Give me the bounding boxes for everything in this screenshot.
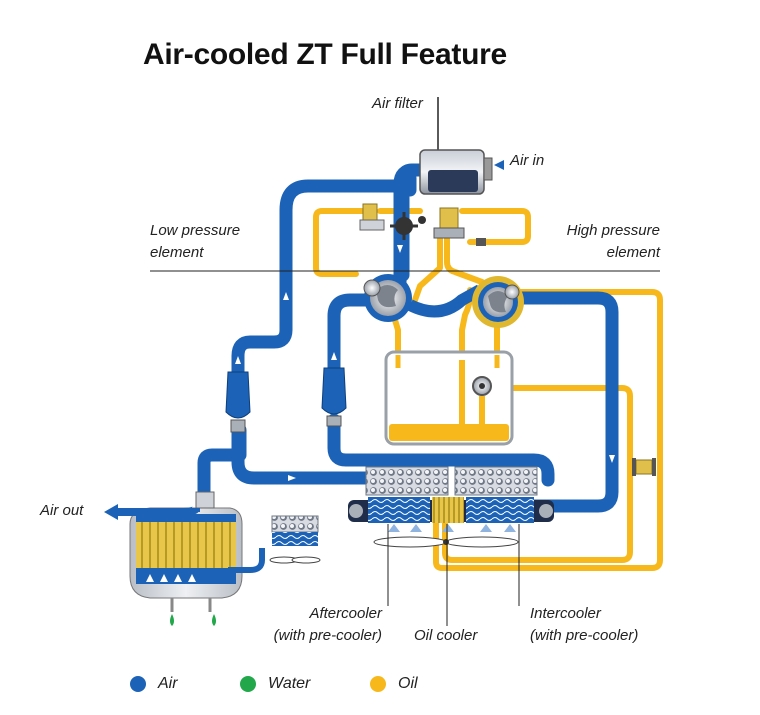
air-filter-label: Air filter	[372, 95, 423, 112]
oil-line-to-lp	[412, 233, 443, 303]
legend-item-air: Air	[130, 673, 178, 695]
high-pressure-element	[472, 276, 524, 328]
intercooler-label-line2: (with pre-cooler)	[530, 627, 639, 644]
aftercooler-core	[368, 497, 430, 523]
air-line-sep-to-cooler	[231, 423, 387, 485]
air-in-label: Air in	[510, 152, 545, 169]
water-drop-1	[170, 614, 174, 626]
legend-item-water: Water	[240, 673, 310, 695]
air-line-lp-to-sep	[327, 293, 387, 375]
air-out-arrow	[104, 504, 118, 520]
water-separators	[225, 367, 347, 433]
legend-dot-water	[240, 676, 256, 692]
oil-tank	[384, 350, 514, 446]
legend-item-oil: Oil	[370, 673, 418, 695]
air-line-lp-to-hp	[407, 284, 483, 318]
oil-line-left-loop	[313, 208, 368, 277]
check-valve	[632, 458, 656, 476]
low-pressure-label-line2: element	[150, 244, 204, 261]
high-pressure-label-line1: High pressure	[566, 222, 660, 239]
oil-cooler-label: Oil cooler	[414, 627, 478, 644]
pre-cooler-unit	[269, 515, 321, 564]
dryer	[129, 491, 243, 626]
air-circuit	[197, 163, 619, 513]
aftercooler-label-line2: (with pre-cooler)	[273, 627, 382, 644]
high-pressure-label-line2: element	[606, 244, 660, 261]
air-in-arrow	[494, 160, 504, 170]
cooler-block	[348, 466, 554, 548]
air-flow-arrows	[235, 245, 615, 481]
water-drop-2	[212, 614, 216, 626]
aftercooler-label-line1: Aftercooler	[309, 605, 382, 622]
low-pressure-label-line1: Low pressure	[150, 222, 241, 239]
oil-cooler-core	[432, 497, 464, 523]
air-line-to-dryer	[197, 423, 247, 507]
air-line-sep2-to-cooler	[327, 413, 555, 487]
oil-line-to-hp	[444, 233, 485, 285]
intercooler-label-line1: Intercooler	[530, 605, 601, 622]
legend-label-air: Air	[158, 675, 178, 692]
oil-line-top-right	[459, 208, 531, 245]
callout-lines	[387, 524, 520, 626]
air-filter	[419, 97, 504, 195]
valves	[359, 203, 486, 246]
legend-label-water: Water	[268, 675, 311, 692]
legend-dot-air	[130, 676, 146, 692]
air-line-lp-left	[231, 179, 405, 379]
legend-dot-oil	[370, 676, 386, 692]
diagram-title: Air-cooled ZT Full Feature	[143, 38, 507, 71]
air-out-label: Air out	[40, 502, 84, 519]
air-line-hp-to-intercooler	[513, 291, 619, 513]
low-pressure-element	[363, 274, 412, 322]
legend-label-oil: Oil	[398, 675, 418, 692]
intercooler-core	[466, 497, 534, 523]
oil-line-right-outer	[433, 289, 663, 571]
